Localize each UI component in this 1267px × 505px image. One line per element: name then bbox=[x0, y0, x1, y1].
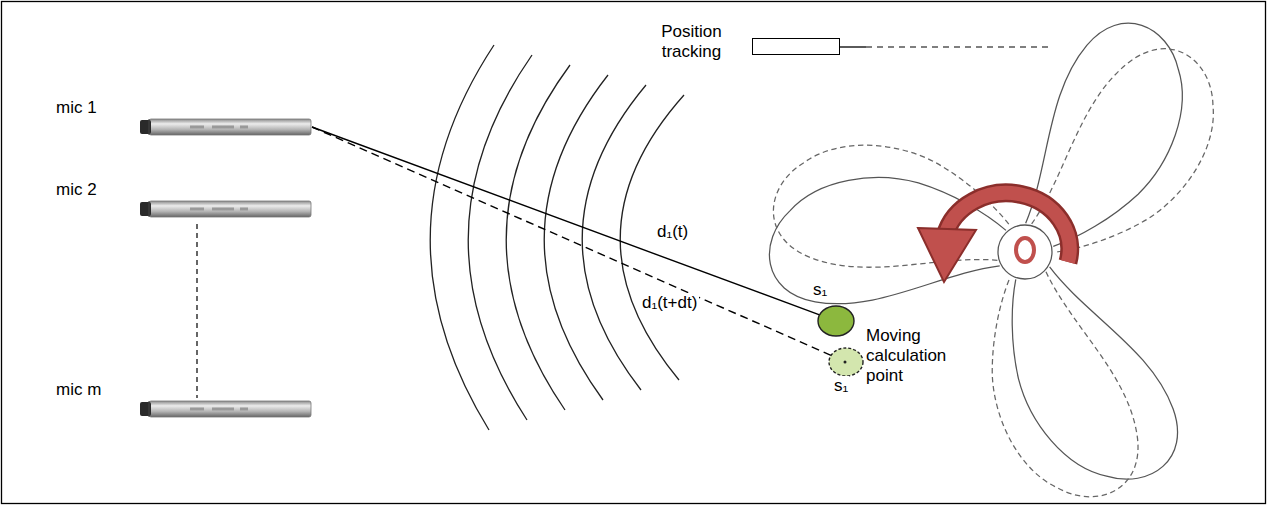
rotation-arrowhead bbox=[918, 228, 976, 282]
microphone-marking bbox=[240, 208, 248, 211]
microphone-marking bbox=[212, 126, 234, 129]
sound-wave bbox=[582, 85, 646, 390]
distance-label: d₁(t+dt) bbox=[640, 293, 699, 313]
calculation-point: s₁ bbox=[816, 304, 856, 338]
propeller-blade bbox=[974, 4, 1225, 267]
propeller-blade bbox=[762, 159, 1012, 332]
microphone-body bbox=[149, 201, 311, 217]
microphone-marking bbox=[240, 126, 248, 129]
propeller-blade-moved bbox=[978, 262, 1144, 505]
microphone-ring bbox=[149, 119, 150, 135]
microphone-marking bbox=[240, 408, 248, 411]
microphone-marking bbox=[190, 408, 204, 411]
distance-line bbox=[312, 127, 820, 315]
tracking-lead bbox=[840, 46, 866, 47]
microphone-label: mic 1 bbox=[56, 98, 97, 118]
microphone-symbol bbox=[140, 199, 312, 219]
microphone-marking bbox=[212, 408, 234, 411]
point-label: s₁ bbox=[833, 376, 849, 396]
microphone-label: mic 2 bbox=[56, 180, 97, 200]
microphone-body bbox=[149, 401, 311, 417]
microphone-marking bbox=[190, 208, 204, 211]
microphone-marking bbox=[190, 126, 204, 129]
tracking-lead bbox=[866, 46, 1050, 47]
distance-line bbox=[312, 127, 831, 355]
callout-label: Moving calculation point bbox=[866, 326, 958, 386]
distance-label: d₁(t) bbox=[655, 222, 690, 242]
microphone-cap bbox=[140, 202, 151, 216]
propeller-blade-moved bbox=[759, 111, 1023, 323]
box-heading: Position tracking bbox=[639, 22, 744, 62]
sound-wave bbox=[544, 75, 608, 400]
microphone: mic m bbox=[140, 399, 312, 419]
point-center bbox=[844, 361, 847, 364]
tracking-box: Position tracking bbox=[752, 38, 840, 55]
microphone-body bbox=[149, 119, 311, 135]
propeller-hub bbox=[998, 225, 1052, 279]
label-holder: Moving calculation point bbox=[866, 326, 958, 386]
point-symbol bbox=[827, 346, 865, 378]
sound-wave bbox=[430, 45, 494, 430]
point-symbol bbox=[816, 304, 856, 338]
microphone-cap bbox=[140, 402, 151, 416]
microphone-symbol bbox=[140, 399, 312, 419]
sound-wave bbox=[506, 65, 570, 410]
microphone-cap bbox=[140, 120, 151, 134]
hub-marker bbox=[1016, 238, 1034, 262]
point-circle bbox=[829, 348, 863, 376]
label-holder: d₁(t+dt) bbox=[640, 293, 699, 313]
microphone: mic 2 bbox=[140, 199, 312, 219]
microphone-ring bbox=[149, 401, 150, 417]
propeller-blade-moved bbox=[990, 29, 1254, 277]
microphone: mic 1 bbox=[140, 117, 312, 137]
point-label: s₁ bbox=[812, 280, 828, 300]
microphone-ring bbox=[149, 201, 150, 217]
propeller-blade bbox=[986, 244, 1192, 505]
microphone-marking bbox=[212, 208, 234, 211]
array-ellipsis bbox=[196, 224, 197, 398]
point-circle bbox=[818, 306, 854, 336]
label-holder: d₁(t) bbox=[655, 222, 690, 242]
microphone-symbol bbox=[140, 117, 312, 137]
microphone-label: mic m bbox=[56, 380, 101, 400]
calculation-point: s₁ bbox=[827, 346, 865, 378]
sound-wave bbox=[468, 55, 532, 420]
